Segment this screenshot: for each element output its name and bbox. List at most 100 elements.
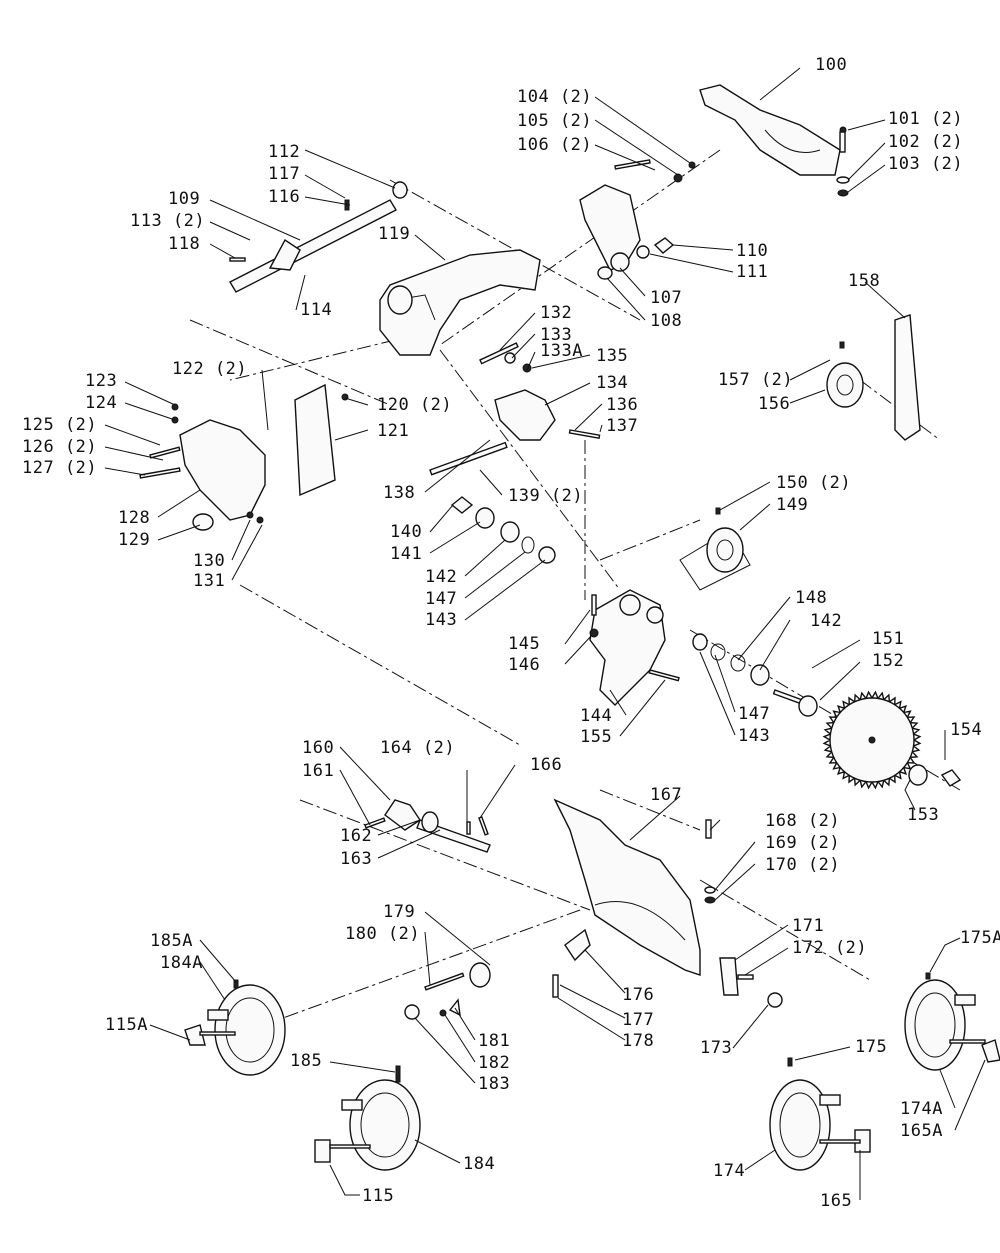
callout-116: 116	[268, 187, 301, 207]
callout-124: 124	[85, 393, 118, 413]
callout-137: 137	[606, 416, 639, 436]
callout-167: 167	[650, 785, 683, 805]
saw-blade-part-152	[822, 690, 962, 790]
callout-183: 183	[478, 1074, 511, 1094]
stop-part-176	[552, 928, 591, 998]
arm-casting-part-119	[379, 249, 541, 356]
handwheel-part-184	[314, 1065, 421, 1171]
callout-129: 129	[118, 530, 151, 550]
pivot-part-134	[429, 342, 601, 476]
callout-138: 138	[383, 483, 416, 503]
callout-115A: 115A	[105, 1015, 148, 1035]
alignment-lines	[189, 149, 961, 1031]
callout-181: 181	[478, 1031, 511, 1051]
callout-109: 109	[168, 189, 201, 209]
callout-158: 158	[848, 271, 881, 291]
callout-135: 135	[596, 346, 629, 366]
callout-132: 132	[540, 303, 573, 323]
callout-182: 182	[478, 1053, 511, 1073]
callout-146: 146	[508, 655, 541, 675]
callout-107: 107	[650, 288, 683, 308]
callout-105: 105 (2)	[517, 111, 593, 131]
callout-100: 100	[815, 55, 848, 75]
callout-136: 136	[606, 395, 639, 415]
callout-101: 101 (2)	[888, 109, 964, 129]
callout-147-lower: 147	[738, 704, 771, 724]
trunnion-casting-part-167	[553, 798, 716, 976]
callout-184A: 184A	[160, 953, 203, 973]
callout-119: 119	[378, 224, 411, 244]
callout-153: 153	[907, 805, 940, 825]
callout-125: 125 (2)	[22, 415, 98, 435]
worm-shaft-part-109	[229, 181, 408, 293]
callout-121: 121	[377, 421, 410, 441]
callout-177: 177	[622, 1010, 655, 1030]
callout-165A: 165A	[900, 1121, 943, 1141]
callout-149: 149	[776, 495, 809, 515]
callout-143-upper: 143	[425, 610, 458, 630]
callout-114: 114	[300, 300, 333, 320]
belt-part-158	[894, 314, 921, 441]
callout-113: 113 (2)	[130, 211, 206, 231]
callout-165: 165	[820, 1191, 853, 1211]
callout-157: 157 (2)	[718, 370, 794, 390]
callout-128: 128	[118, 508, 151, 528]
callout-112: 112	[268, 142, 301, 162]
guard-plate-part-121	[294, 383, 349, 497]
callout-160: 160	[302, 738, 335, 758]
callout-144: 144	[580, 706, 613, 726]
handwheel-part-174	[769, 1057, 871, 1171]
callout-123: 123	[85, 371, 118, 391]
lower-shaft-part-160	[364, 799, 491, 853]
callout-127: 127 (2)	[22, 458, 98, 478]
callout-175A: 175A	[960, 928, 1000, 948]
callout-155: 155	[580, 727, 613, 747]
handwheel-part-174A	[904, 972, 1000, 1071]
callout-152: 152	[872, 651, 905, 671]
callout-140: 140	[390, 522, 423, 542]
callout-175: 175	[855, 1037, 888, 1057]
callout-148: 148	[795, 588, 828, 608]
handwheel-part-184A	[184, 979, 286, 1076]
callout-126: 126 (2)	[22, 437, 98, 457]
pulley-part-149	[679, 507, 751, 591]
callout-174: 174	[713, 1161, 746, 1181]
callout-172: 172 (2)	[792, 938, 868, 958]
collar-part-179	[404, 962, 491, 1020]
callout-178: 178	[622, 1031, 655, 1051]
callout-143-lower: 143	[738, 726, 771, 746]
callout-174A: 174A	[900, 1099, 943, 1119]
callout-173: 173	[700, 1038, 733, 1058]
leader-lines	[104, 67, 986, 1200]
callout-122: 122 (2)	[172, 359, 248, 379]
callout-180: 180 (2)	[345, 924, 421, 944]
callout-179: 179	[383, 902, 416, 922]
callout-131: 131	[193, 571, 226, 591]
motor-bracket-part-144	[589, 589, 680, 706]
side-bracket-part-128	[139, 403, 266, 531]
callout-111: 111	[736, 262, 769, 282]
callout-170: 170 (2)	[765, 855, 841, 875]
callout-176: 176	[622, 985, 655, 1005]
callout-106: 106 (2)	[517, 135, 593, 155]
callout-154: 154	[950, 720, 983, 740]
arm-bracket-part-107	[579, 159, 696, 280]
callout-156: 156	[758, 394, 791, 414]
callout-139: 139 (2)	[508, 486, 584, 506]
callout-166: 166	[530, 755, 563, 775]
callout-134: 134	[596, 373, 629, 393]
callout-142-lower: 142	[810, 611, 843, 631]
callout-104: 104 (2)	[517, 87, 593, 107]
callout-118: 118	[168, 234, 201, 254]
callout-185A: 185A	[150, 931, 193, 951]
callout-133A: 133A	[540, 341, 583, 361]
callout-147-upper: 147	[425, 589, 458, 609]
callout-163: 163	[340, 849, 373, 869]
bearing-set-upper	[450, 496, 556, 564]
callout-145: 145	[508, 634, 541, 654]
callout-133: 133	[540, 325, 573, 345]
callout-103: 103 (2)	[888, 154, 964, 174]
bearing-set-lower	[692, 633, 818, 717]
pulley-part-156	[826, 341, 864, 408]
